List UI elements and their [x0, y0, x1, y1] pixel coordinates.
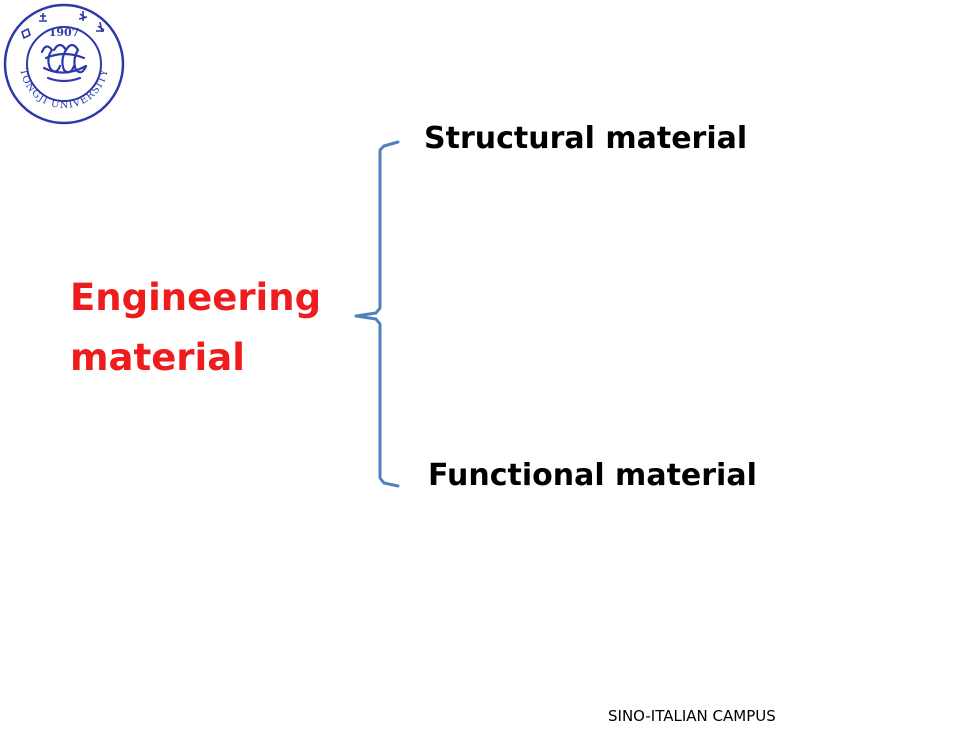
seal-year: 1907 — [49, 26, 80, 39]
seal-university-name: TONGJI UNIVERSITY — [17, 68, 111, 111]
campus-footer: SINO-ITALIAN CAMPUS — [608, 707, 776, 725]
root-term: Engineering material — [70, 268, 321, 388]
branch-functional-material: Functional material — [428, 458, 757, 493]
root-term-line-1: Engineering — [70, 276, 322, 319]
curly-bracket-connector — [354, 140, 400, 488]
branch-structural-material: Structural material — [424, 121, 748, 156]
university-seal-logo: 1907 TONGJI UNIVERSITY — [3, 3, 125, 125]
root-term-line-2: material — [70, 336, 245, 379]
